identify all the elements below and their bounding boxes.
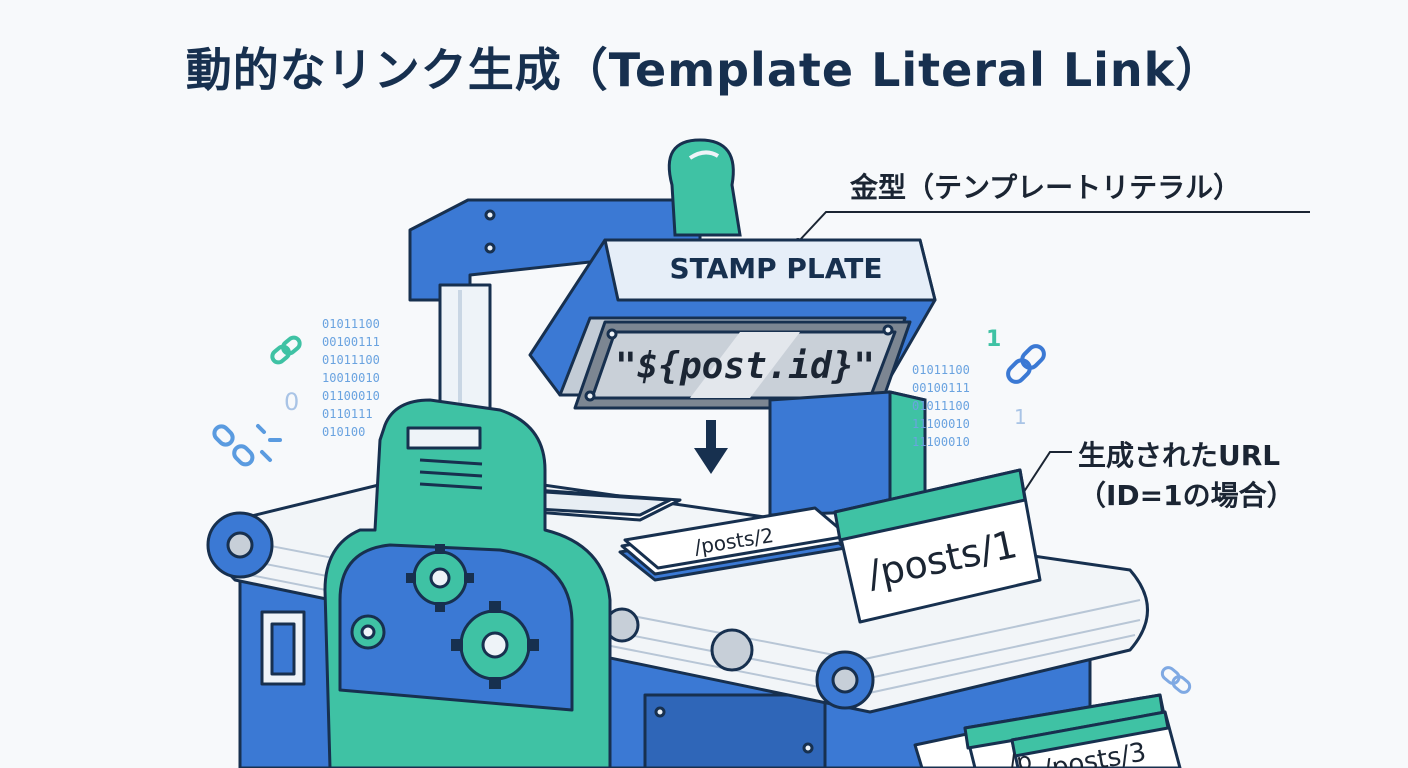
card-output-front <box>1010 710 1182 768</box>
stamp-plate-label: STAMP PLATE <box>670 252 883 285</box>
page-title: 動的なリンク生成（Template Literal Link） <box>185 43 1223 97</box>
binary-right-line: 01011100 <box>912 363 970 377</box>
binary-left-line: 01011100 <box>322 353 380 367</box>
binary-left-line: 010100 <box>322 425 365 439</box>
machine-back-tower <box>768 390 927 517</box>
binary-left-line: 01100010 <box>322 389 380 403</box>
generated-url-label-line1: 生成されたURL <box>1078 439 1281 472</box>
generated-url-label: 生成されたURL （ID=1の場合） <box>1078 436 1295 516</box>
stamp-plate <box>528 238 937 410</box>
card-stack <box>618 506 850 582</box>
broken-link-icon <box>212 424 282 467</box>
binary-left-line: 10010010 <box>322 371 380 385</box>
binary-right-line: 00100111 <box>912 381 970 395</box>
template-literal-text: "${post.id}" <box>615 346 875 387</box>
link-icon <box>1160 666 1192 694</box>
digit-left: 0 <box>284 388 299 416</box>
binary-right-line: 11100010 <box>912 417 970 431</box>
mold-label: 金型（テンプレートリテラル） <box>850 171 1242 204</box>
binary-left-block: 01011100 00100111 01011100 10010010 0110… <box>322 317 380 439</box>
digit-right-mid: 1 <box>1014 405 1027 429</box>
arrow-down-icon <box>694 420 728 474</box>
gear-icon <box>350 544 539 689</box>
link-icon <box>270 335 302 365</box>
stamp-handle <box>667 138 742 237</box>
card-output-back-text: /p <box>1006 746 1034 768</box>
card-main <box>833 468 1042 624</box>
binary-left-line: 01011100 <box>322 317 380 331</box>
digit-right-top: 1 <box>986 327 1001 352</box>
binary-left-line: 0110111 <box>322 407 373 421</box>
binary-left-line: 00100111 <box>322 335 380 349</box>
binary-right-block: 01011100 00100111 01011100 11100010 1110… <box>912 363 970 449</box>
binary-right-line: 01011100 <box>912 399 970 413</box>
generated-url-label-line2: （ID=1の場合） <box>1078 479 1295 512</box>
binary-right-line: 11100010 <box>912 435 970 449</box>
machine-gear-housing <box>323 398 612 768</box>
link-icon <box>1006 344 1046 384</box>
